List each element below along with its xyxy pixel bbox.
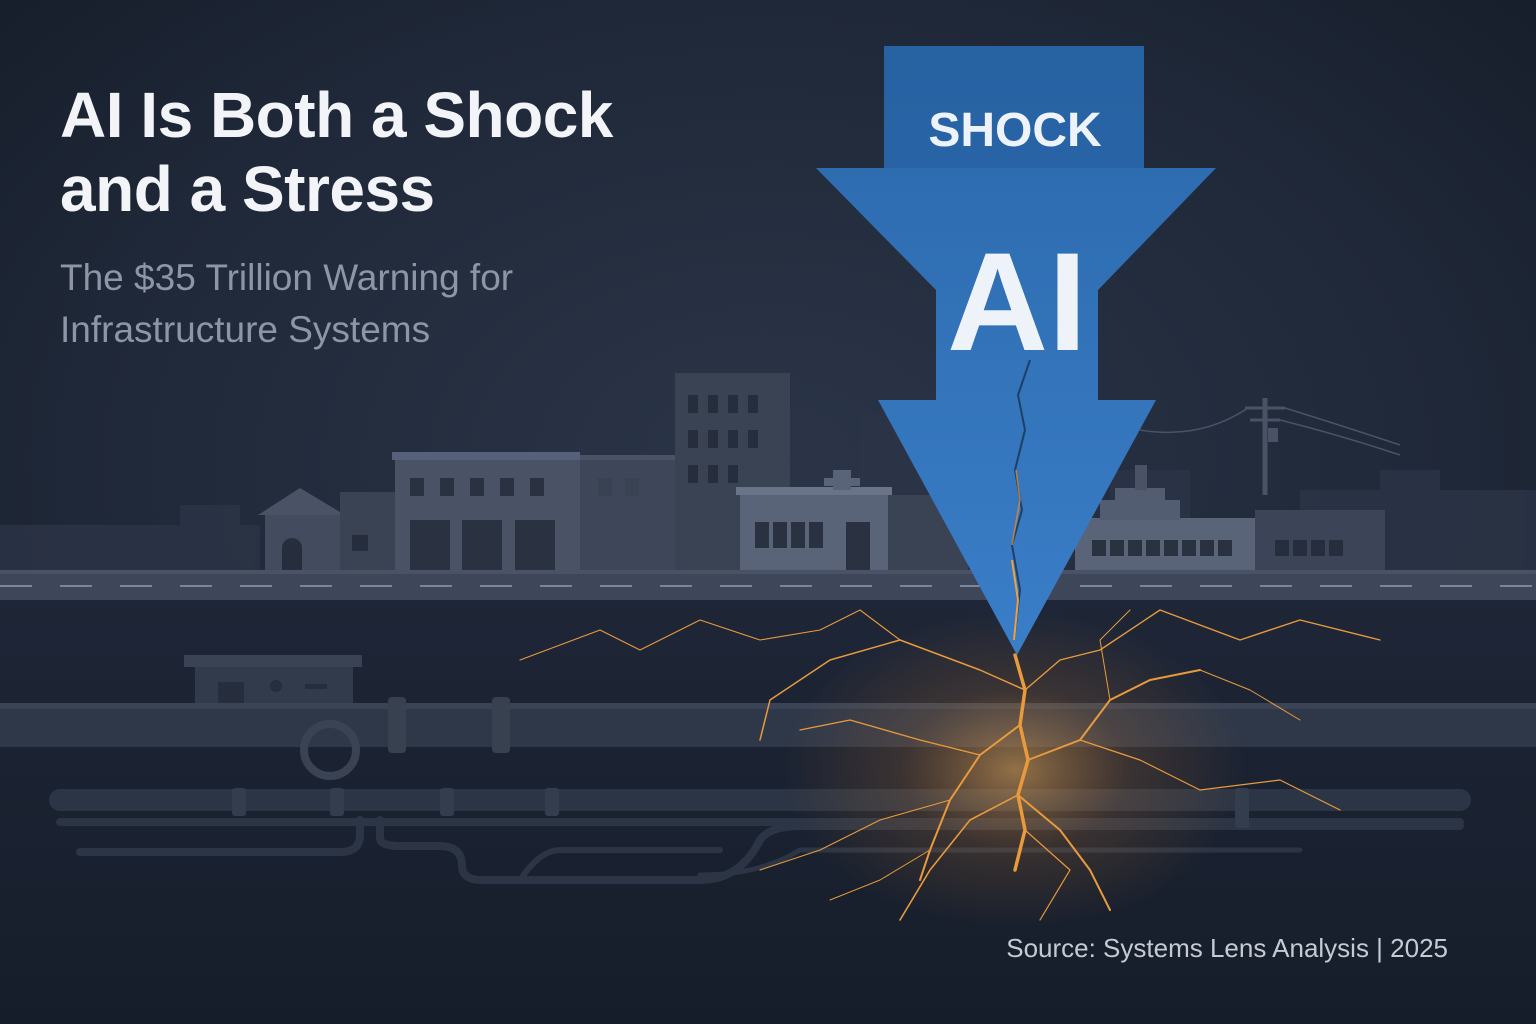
page-subtitle: The $35 Trillion Warning for Infrastruct… bbox=[60, 252, 680, 356]
shock-arrow-icon bbox=[816, 46, 1216, 655]
utility-pole bbox=[1139, 398, 1401, 495]
page-title: AI Is Both a Shock and a Stress bbox=[60, 78, 760, 226]
subtitle-line-2: Infrastructure Systems bbox=[60, 309, 431, 350]
title-line-1: AI Is Both a Shock bbox=[60, 79, 613, 151]
shock-label: SHOCK bbox=[928, 104, 1102, 157]
title-line-2: and a Stress bbox=[60, 153, 435, 225]
warehouse-building bbox=[392, 452, 675, 575]
road bbox=[0, 572, 1536, 600]
factory-building bbox=[1075, 465, 1385, 575]
source-caption: Source: Systems Lens Analysis | 2025 bbox=[1006, 933, 1448, 963]
ai-label: AI bbox=[947, 223, 1087, 380]
pipe-joints bbox=[232, 788, 1249, 828]
ground-cracks bbox=[519, 609, 1381, 921]
subtitle-line-1: The $35 Trillion Warning for bbox=[60, 257, 514, 298]
house-building bbox=[258, 488, 400, 575]
